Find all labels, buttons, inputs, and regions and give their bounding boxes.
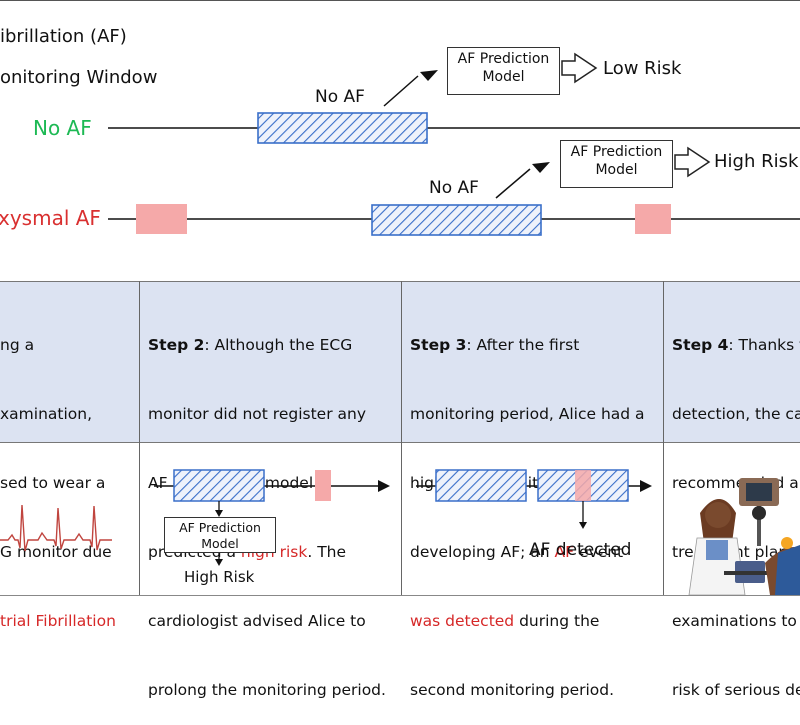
step1-line1: ng a	[0, 336, 35, 354]
step2-high-risk-label: High Risk	[184, 568, 255, 586]
step1-line5: trial Fibrillation	[0, 612, 116, 630]
separator-1	[139, 281, 140, 596]
step2-line6: prolong the monitoring period.	[148, 681, 386, 699]
step3-af: AF	[554, 543, 575, 561]
doctor-illustration-icon	[688, 478, 800, 595]
step3-line4c: event	[574, 543, 624, 561]
steps-panel	[0, 281, 800, 443]
step4-line1: : Thanks to	[728, 336, 800, 354]
step1-line2: xamination,	[0, 405, 93, 423]
high-risk-label: High Risk	[714, 151, 799, 172]
no-af-window-label: No AF	[315, 87, 365, 107]
step3-af-detected-label: AF detected	[529, 540, 632, 560]
af-prediction-model-box-2: AF Prediction Model	[560, 140, 673, 188]
step2-model-line1: AF Prediction	[179, 520, 261, 535]
step3-af-event	[575, 470, 591, 501]
high-risk-arrow	[674, 146, 711, 178]
step2-monitoring-window	[173, 469, 265, 502]
step1-line3: sed to wear a	[0, 474, 106, 492]
ecg-trace-icon	[0, 504, 112, 552]
no-af-arrow	[383, 75, 419, 107]
step2-label: Step 2	[148, 336, 205, 354]
top-diagram-frame	[0, 0, 800, 278]
step3-line6: second monitoring period.	[410, 681, 615, 699]
separator-2	[401, 281, 402, 596]
bottom-border	[0, 595, 800, 596]
step3-line4a: developing AF; an	[410, 543, 555, 561]
step4-label: Step 4	[672, 336, 729, 354]
step3-line5b: during the	[514, 612, 600, 630]
bottom-illustrations-svg	[0, 469, 800, 595]
step2-line5: cardiologist advised Alice to	[148, 612, 366, 630]
paroxysmal-af-event-1	[136, 204, 187, 234]
paroxysmal-monitoring-window	[371, 204, 542, 236]
step2-af-prediction-model-box: AF Prediction Model	[164, 517, 276, 553]
step2-model-line2: Model	[201, 536, 239, 551]
step2-line4c: . The	[307, 543, 347, 561]
paroxysmal-arrow	[495, 168, 531, 199]
low-risk-arrow	[561, 52, 598, 84]
model-box-2-line1: AF Prediction	[570, 144, 663, 160]
step2-timeline-arrowhead	[378, 480, 390, 492]
step3-line1: : After the first	[466, 336, 580, 354]
step4-line6: risk of serious de	[672, 681, 800, 699]
model-box-1-line2: Model	[482, 69, 525, 85]
model-box-1-line1: AF Prediction	[457, 51, 550, 67]
step3-line2: monitoring period, Alice had a	[410, 405, 645, 423]
step3-window-1	[435, 469, 527, 502]
no-af-monitoring-window	[257, 112, 428, 144]
step2-line2: monitor did not register any	[148, 405, 366, 423]
low-risk-label: Low Risk	[603, 58, 682, 79]
model-box-2-line2: Model	[595, 162, 638, 178]
step2-down-arrowhead-2	[215, 559, 223, 566]
step3-was-detected: was detected	[410, 612, 515, 630]
row-label-no-af: No AF	[33, 116, 92, 140]
af-prediction-model-box-1: AF Prediction Model	[447, 47, 560, 95]
legend-af-text: ibrillation (AF)	[0, 26, 127, 47]
paroxysmal-window-label: No AF	[429, 178, 479, 198]
top-diagram-svg	[108, 52, 800, 236]
row-label-paroxysmal: xysmal AF	[0, 206, 101, 230]
step4-line5: examinations to	[672, 612, 797, 630]
paroxysmal-af-event-2	[635, 204, 671, 234]
no-af-arrowhead	[420, 70, 438, 81]
step3-timeline-arrowhead	[640, 480, 652, 492]
step3-down-arrowhead	[579, 522, 587, 529]
paroxysmal-arrowhead	[532, 162, 550, 173]
step1-line4: G monitor due	[0, 543, 112, 561]
step2-line1: : Although the ECG	[204, 336, 353, 354]
step4-line2: detection, the ca	[672, 405, 800, 423]
step3-label: Step 3	[410, 336, 467, 354]
step2-af-event	[315, 470, 331, 501]
step2-down-arrowhead	[215, 510, 223, 517]
legend-window-text: onitoring Window	[0, 67, 158, 88]
separator-3	[663, 281, 664, 596]
